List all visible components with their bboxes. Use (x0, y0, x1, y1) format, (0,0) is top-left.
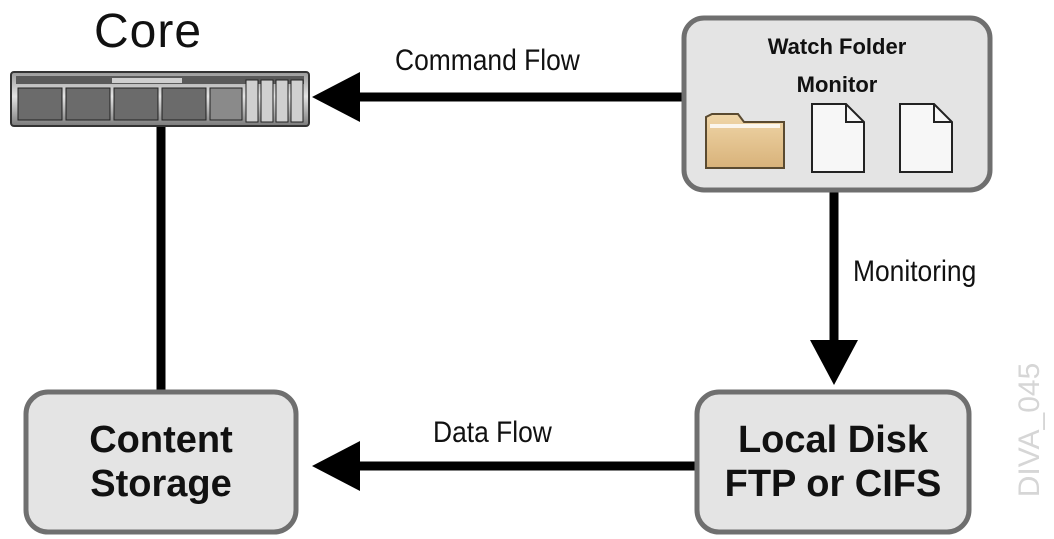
content-storage-line2: Storage (90, 463, 232, 505)
command-flow-label: Command Flow (395, 44, 580, 77)
local-disk-line1: Local Disk (737, 419, 929, 461)
document-icon (811, 103, 865, 173)
local-disk-label: Local Disk FTP or CIFS (697, 392, 969, 532)
content-storage-label: Content Storage (26, 392, 296, 532)
content-storage-box (23, 389, 299, 535)
figure-id-watermark: DIVA_045 (1013, 362, 1046, 498)
command-flow-arrow (312, 72, 684, 122)
core-label: Core (94, 5, 203, 58)
data-flow-arrow (312, 441, 697, 491)
folder-icon (705, 113, 785, 169)
monitoring-label: Monitoring (853, 255, 977, 288)
watch-folder-title-line1: Watch Folder (767, 34, 907, 59)
local-disk-line2: FTP or CIFS (724, 463, 942, 505)
data-flow-label: Data Flow (433, 416, 552, 449)
watch-folder-title-line2: Monitor (796, 72, 878, 97)
server-icon (10, 71, 310, 127)
content-storage-line1: Content (89, 419, 233, 461)
watch-folder-monitor-title: Watch Folder Monitor (684, 28, 990, 104)
local-disk-box (694, 389, 972, 535)
document-icon (899, 103, 953, 173)
monitoring-arrow (810, 190, 858, 385)
